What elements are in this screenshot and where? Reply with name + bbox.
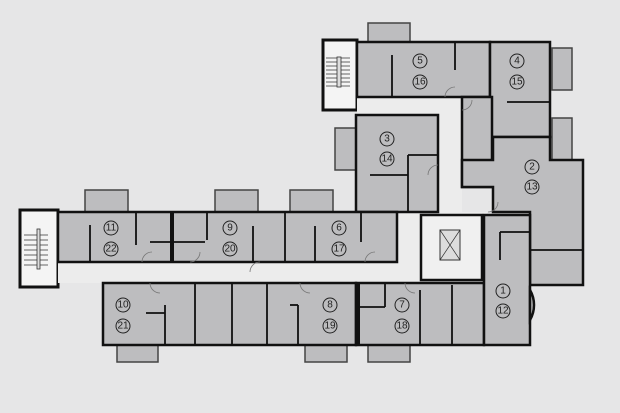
unit-labels: 1 12 2 13 3 14 4 15 5 16 6 17 7 18 8 19 9 20 10 21… xyxy=(103,53,540,334)
unit-number: 9 xyxy=(227,223,233,234)
unit-3-14[interactable]: 3 14 xyxy=(379,131,395,167)
unit-number: 4 xyxy=(514,56,520,67)
unit-4-15[interactable]: 4 15 xyxy=(509,53,525,90)
unit-number: 10 xyxy=(117,300,129,311)
unit-2-13[interactable]: 2 13 xyxy=(524,159,540,195)
doors xyxy=(141,86,499,294)
unit-number: 18 xyxy=(396,321,408,332)
unit-number: 2 xyxy=(529,162,535,173)
unit-number: 7 xyxy=(399,300,405,311)
unit-number: 12 xyxy=(497,306,509,317)
unit-number: 6 xyxy=(336,223,342,234)
unit-number: 5 xyxy=(417,56,423,67)
unit-number: 17 xyxy=(333,244,345,255)
unit-8-19[interactable]: 8 19 xyxy=(322,297,338,334)
unit-9-20[interactable]: 9 20 xyxy=(222,220,238,257)
stairwell-west xyxy=(18,208,60,289)
unit-number: 15 xyxy=(511,77,523,88)
unit-7-18[interactable]: 7 18 xyxy=(394,297,410,334)
unit-5-16[interactable]: 5 16 xyxy=(412,53,428,90)
interior-walls xyxy=(89,42,583,345)
unit-number: 14 xyxy=(381,154,393,165)
unit-number: 21 xyxy=(117,321,129,332)
unit-number: 11 xyxy=(106,223,117,234)
unit-6-17[interactable]: 6 17 xyxy=(331,220,347,257)
unit-number: 3 xyxy=(384,134,390,145)
unit-number: 1 xyxy=(500,286,506,297)
unit-10-21[interactable]: 10 21 xyxy=(115,297,131,334)
unit-number: 8 xyxy=(327,300,333,311)
unit-number: 13 xyxy=(526,182,538,193)
unit-number: 19 xyxy=(324,321,336,332)
unit-11-22[interactable]: 11 22 xyxy=(103,220,119,257)
unit-number: 22 xyxy=(105,244,117,255)
rooms xyxy=(56,40,585,347)
unit-number: 16 xyxy=(414,77,426,88)
unit-number: 20 xyxy=(224,244,236,255)
unit-1-12[interactable]: 1 12 xyxy=(495,283,511,319)
stairwell-north xyxy=(321,38,359,112)
